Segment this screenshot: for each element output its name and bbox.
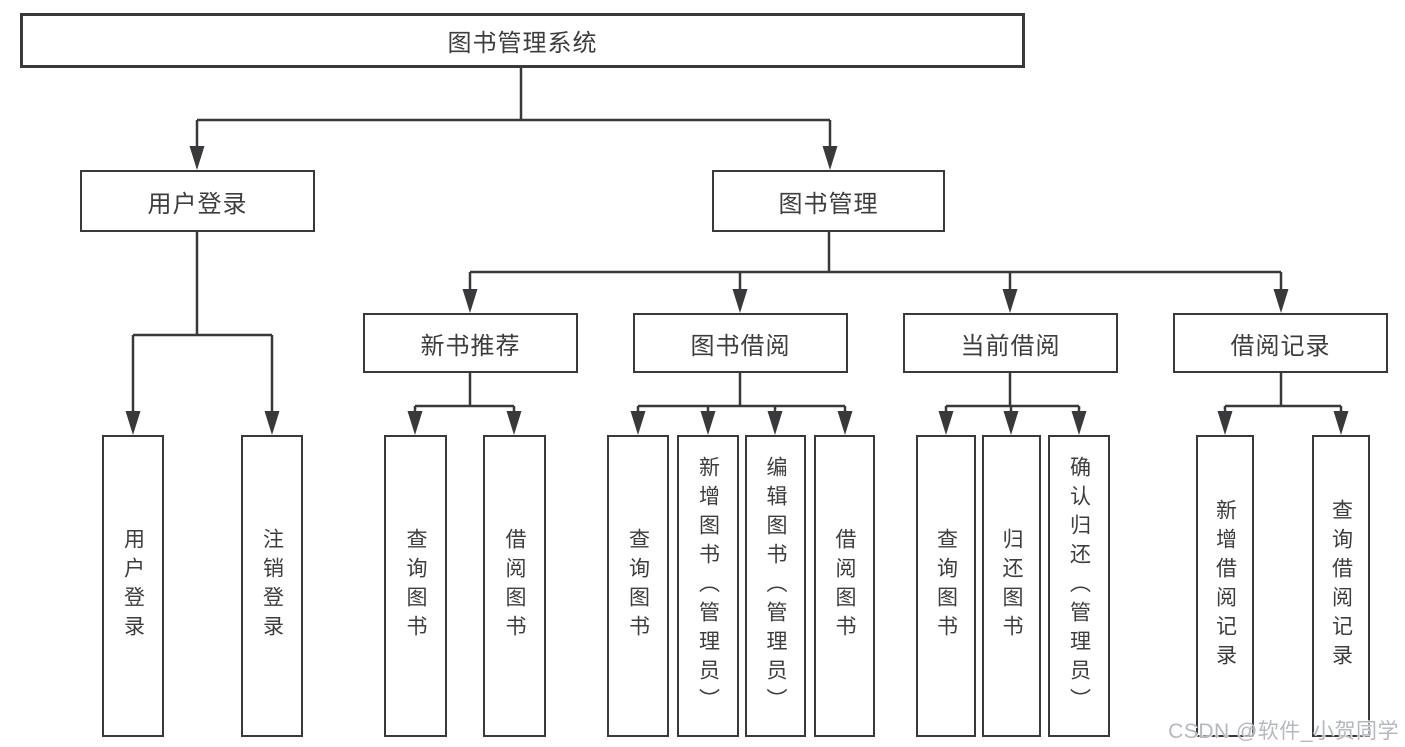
csdn-watermark: CSDN @软件_小贺同学 xyxy=(1168,720,1399,743)
leaf-add-book-admin: 新增图书（管理员） xyxy=(677,435,739,737)
node-book-management: 图书管理 xyxy=(712,170,945,232)
leaf-borrow-book-newrec: 借阅图书 xyxy=(483,435,546,737)
leaf-logout: 注销登录 xyxy=(241,435,303,737)
leaf-user-login: 用户登录 xyxy=(102,435,164,737)
connector-newbookrec-to-children xyxy=(407,372,522,435)
leaf-confirm-return-admin: 确认归还（管理员） xyxy=(1048,435,1110,737)
connector-bookborrow-to-children xyxy=(630,372,853,435)
connector-bookmgmt-to-level3 xyxy=(462,232,1289,313)
connector-userlogin-to-children xyxy=(125,232,280,435)
leaf-query-book-newrec: 查询图书 xyxy=(384,435,447,737)
node-current-borrow: 当前借阅 xyxy=(903,313,1118,373)
connector-borrowrecords-to-children xyxy=(1217,372,1349,435)
node-book-borrow: 图书借阅 xyxy=(633,313,848,373)
connector-root-to-level2 xyxy=(189,68,838,170)
leaf-query-book-borrow: 查询图书 xyxy=(607,435,669,737)
node-new-book-recommend: 新书推荐 xyxy=(363,313,578,373)
leaf-edit-book-admin: 编辑图书（管理员） xyxy=(745,435,806,737)
connector-currentborrow-to-children xyxy=(938,372,1087,435)
node-user-login: 用户登录 xyxy=(80,170,315,232)
leaf-return-book: 归还图书 xyxy=(982,435,1041,737)
leaf-query-book-current: 查询图书 xyxy=(916,435,976,737)
node-borrow-records: 借阅记录 xyxy=(1173,313,1388,373)
leaf-borrow-book: 借阅图书 xyxy=(814,435,875,737)
leaf-add-borrow-record: 新增借阅记录 xyxy=(1196,435,1254,737)
node-system-root: 图书管理系统 xyxy=(20,13,1025,68)
leaf-query-borrow-record: 查询借阅记录 xyxy=(1312,435,1370,737)
